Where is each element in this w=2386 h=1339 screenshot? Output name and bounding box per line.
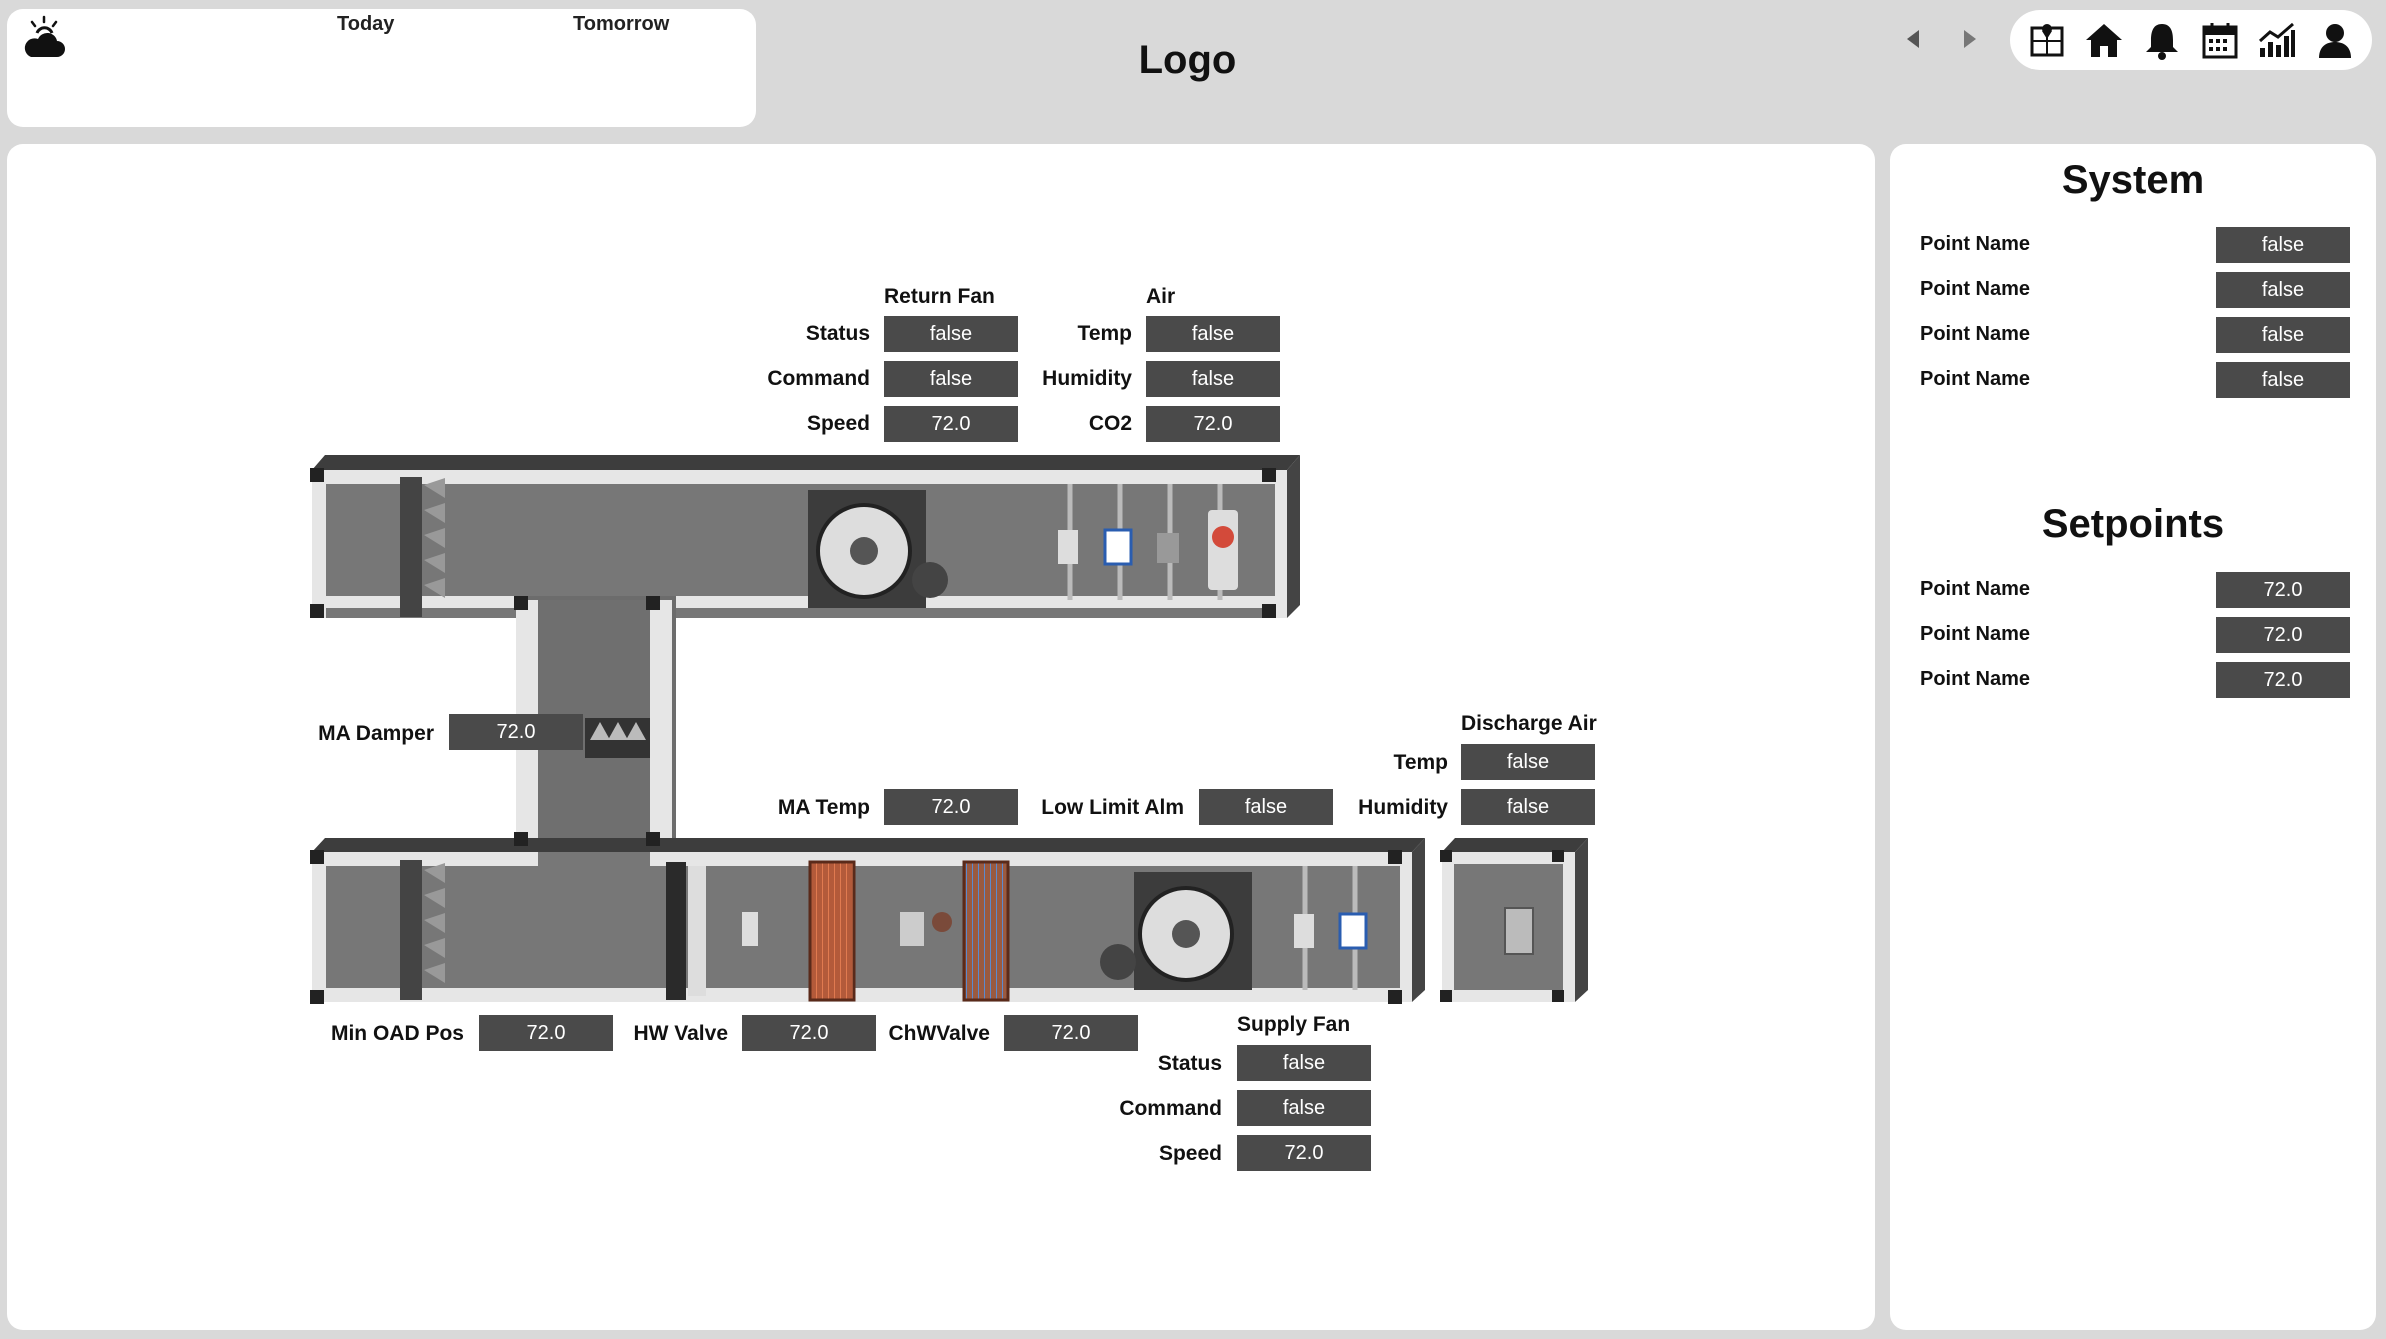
low-limit-label: Low Limit Alm (1041, 796, 1184, 819)
return-fan-icon (808, 490, 948, 608)
oa-damper-icon (400, 860, 445, 1000)
cloud-night-icon (21, 15, 67, 64)
point-name: Point Name (1920, 368, 2031, 390)
supply-fan-title: Supply Fan (1237, 1013, 1351, 1036)
air-co2-value[interactable]: 72.0 (1146, 406, 1280, 442)
point-name: Point Name (1920, 623, 2031, 645)
chw-valve-label: ChWValve (888, 1022, 990, 1045)
discharge-box (1442, 838, 1588, 1002)
setpoint-row: Point Name 72.0 (1920, 617, 2350, 653)
rf-command-value[interactable]: false (884, 361, 1018, 397)
da-temp-sensor-icon (1294, 914, 1314, 948)
ma-damper-icon (585, 718, 650, 758)
temp-sensor-icon (1058, 530, 1078, 564)
side-panel: System Point Name false Point Name false… (1890, 144, 2376, 1330)
low-limit-value[interactable]: false (1199, 789, 1333, 825)
system-point-row: Point Name false (1920, 227, 2350, 263)
point-name: Point Name (1920, 323, 2031, 345)
chart-icon[interactable] (2255, 18, 2299, 62)
ahu-diagram (310, 455, 1588, 1004)
rf-command-label: Command (767, 367, 870, 390)
cooling-coil-icon (962, 860, 1010, 1002)
bell-icon[interactable] (2140, 18, 2184, 62)
sf-speed-value[interactable]: 72.0 (1237, 1135, 1371, 1171)
min-oad-label: Min OAD Pos (330, 1022, 464, 1045)
point-name: Point Name (1920, 233, 2031, 255)
ma-temp-value[interactable]: 72.0 (884, 789, 1018, 825)
system-point-row: Point Name false (1920, 362, 2350, 398)
user-icon[interactable] (2313, 18, 2357, 62)
setpoint-row: Point Name 72.0 (1920, 572, 2350, 608)
setpoint-row: Point Name 72.0 (1920, 662, 2350, 698)
da-humidity-value[interactable]: false (1461, 789, 1595, 825)
air-temp-value[interactable]: false (1146, 316, 1280, 352)
air-co2-label: CO2 (1088, 412, 1132, 435)
sf-command-label: Command (1119, 1097, 1222, 1120)
setpoints-title: Setpoints (2041, 502, 2225, 546)
point-value[interactable]: false (2216, 272, 2350, 308)
point-name: Point Name (1920, 278, 2031, 300)
map-icon[interactable] (2025, 18, 2069, 62)
supply-filter-icon (666, 862, 686, 1000)
min-oad-value[interactable]: 72.0 (479, 1015, 613, 1051)
point-name: Point Name (1920, 578, 2031, 600)
point-value[interactable]: 72.0 (2216, 617, 2350, 653)
system-title: System (2061, 158, 2205, 202)
supply-duct (312, 838, 1425, 1002)
return-fan-title: Return Fan (884, 285, 995, 308)
system-point-row: Point Name false (1920, 272, 2350, 308)
low-limit-icon (900, 912, 924, 946)
chevron-left-icon (1907, 30, 1919, 48)
logo: Logo (1138, 38, 1237, 82)
air-humidity-value[interactable]: false (1146, 361, 1280, 397)
supply-fan-icon (1100, 872, 1252, 990)
discharge-air-title: Discharge Air (1461, 712, 1597, 735)
return-duct (312, 455, 1300, 618)
system-point-row: Point Name false (1920, 317, 2350, 353)
smoke-detector-icon (1208, 510, 1238, 590)
air-temp-label: Temp (1077, 322, 1132, 345)
chw-valve-value[interactable]: 72.0 (1004, 1015, 1138, 1051)
rf-speed-value[interactable]: 72.0 (884, 406, 1018, 442)
sf-status-value[interactable]: false (1237, 1045, 1371, 1081)
point-value[interactable]: false (2216, 317, 2350, 353)
heating-coil-icon (808, 860, 856, 1002)
today-label: Today (337, 13, 395, 35)
chevron-right-icon (1964, 30, 1976, 48)
ma-temp-label: MA Temp (777, 796, 870, 819)
hw-valve-label: HW Valve (633, 1022, 728, 1045)
point-name: Point Name (1920, 668, 2031, 690)
da-humidity-label: Humidity (1358, 796, 1448, 819)
tomorrow-label: Tomorrow (573, 13, 670, 35)
ma-temp-sensor-icon (742, 912, 758, 946)
previous-arrow-button[interactable] (1893, 19, 1933, 59)
sf-command-value[interactable]: false (1237, 1090, 1371, 1126)
hw-valve-value[interactable]: 72.0 (742, 1015, 876, 1051)
da-temp-label: Temp (1393, 751, 1448, 774)
air-title: Air (1146, 285, 1176, 308)
rf-status-value[interactable]: false (884, 316, 1018, 352)
da-temp-value[interactable]: false (1461, 744, 1595, 780)
next-arrow-button[interactable] (1950, 19, 1990, 59)
return-damper-icon (400, 477, 445, 617)
humidity-sensor-icon (1103, 528, 1133, 566)
toolbar (2010, 10, 2372, 70)
sf-speed-label: Speed (1158, 1142, 1222, 1165)
rf-speed-label: Speed (806, 412, 870, 435)
point-value[interactable]: 72.0 (2216, 572, 2350, 608)
point-value[interactable]: false (2216, 362, 2350, 398)
calendar-icon[interactable] (2198, 18, 2242, 62)
da-humidity-sensor-icon (1338, 912, 1368, 950)
point-value[interactable]: 72.0 (2216, 662, 2350, 698)
discharge-sensor-icon (1504, 907, 1534, 955)
ma-damper-value[interactable]: 72.0 (449, 714, 583, 750)
weather-panel: Today Tomorrow (7, 9, 756, 127)
air-humidity-label: Humidity (1042, 367, 1132, 390)
rf-status-label: Status (805, 322, 870, 345)
point-value[interactable]: false (2216, 227, 2350, 263)
sf-status-label: Status (1157, 1052, 1222, 1075)
co2-sensor-icon (1157, 533, 1179, 563)
ma-damper-label: MA Damper (318, 722, 434, 745)
home-icon[interactable] (2082, 18, 2126, 62)
